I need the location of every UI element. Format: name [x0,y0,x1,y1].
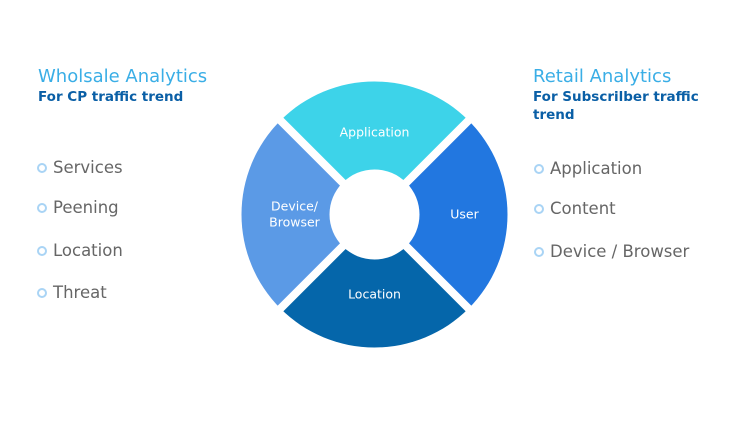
wholesale-subtitle: For CP traffic trend [38,89,184,105]
list-item-label: Application [550,159,643,178]
retail-subtitle: For Subscrilber traffic trend [533,89,699,123]
list-item-label: Device / Browser [550,242,690,261]
bullet-icon [37,245,47,256]
bullet-icon [37,287,47,298]
list-item: Peening [37,198,119,217]
segment-label: Application [340,125,410,140]
list-item: Content [534,199,616,218]
bullet-icon [534,203,544,214]
list-item-label: Peening [53,198,119,217]
segment-application [280,81,469,215]
segment-location [280,214,469,348]
segment-label: User [450,207,479,222]
list-item: Threat [37,283,107,302]
segment-user [374,120,508,309]
segment-device-browser [241,120,375,309]
segment-label: Location [348,287,401,302]
wholesale-title: Wholsale Analytics [38,66,208,87]
list-item: Device / Browser [534,242,689,261]
list-item-label: Services [53,158,123,177]
segment-label: Device/Browser [269,199,321,230]
wheel-center [329,169,420,260]
retail-analytics-panel: Retail Analytics For Subscrilber traffic… [533,66,723,124]
list-item-label: Threat [53,283,107,302]
list-item-label: Content [550,199,616,218]
wholesale-analytics-panel: Wholsale Analytics For CP traffic trend [38,66,238,106]
bullet-icon [37,202,47,213]
bullet-icon [534,246,544,257]
list-item-label: Location [53,241,123,260]
bullet-icon [534,163,544,174]
list-item: Application [534,159,642,178]
list-item: Services [37,158,123,177]
retail-title: Retail Analytics [533,66,672,87]
bullet-icon [37,162,47,173]
list-item: Location [37,241,123,260]
